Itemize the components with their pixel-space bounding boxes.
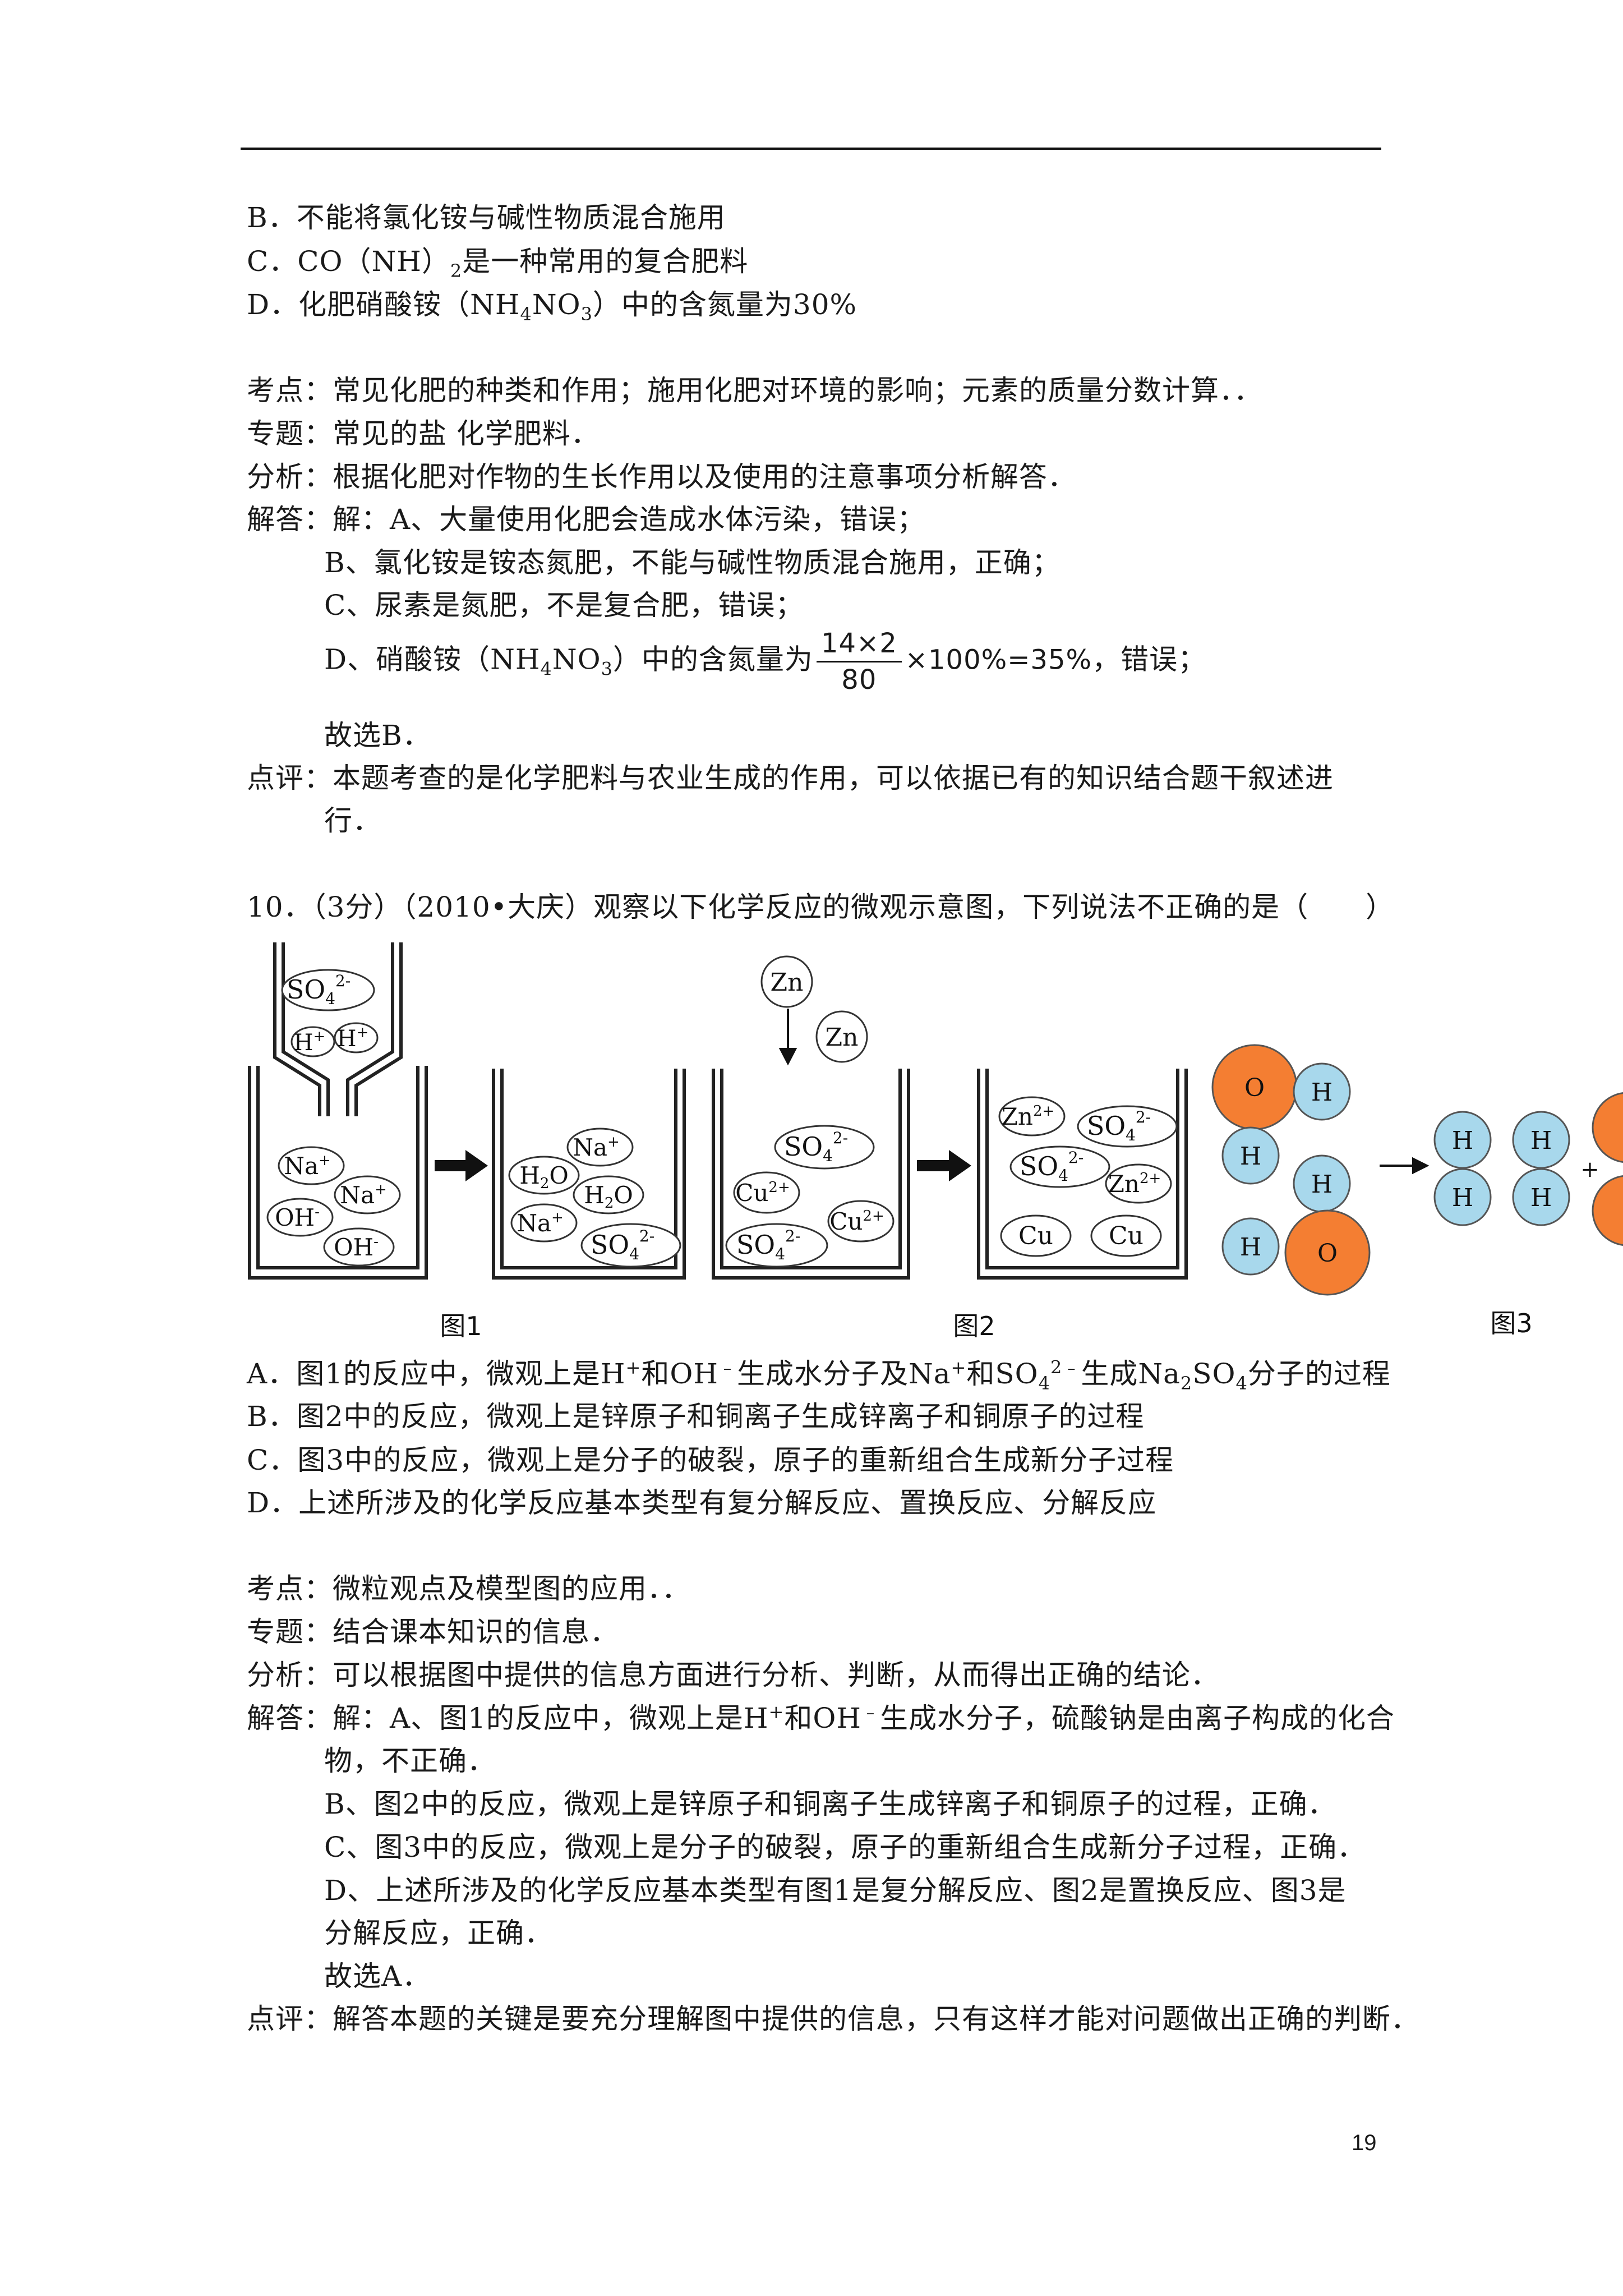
- atom-hydrogen-7: [1512, 1111, 1570, 1169]
- funnel-left-inner: [282, 942, 330, 1116]
- atom-hydrogen-6: [1433, 1168, 1492, 1226]
- prev-jieda-b: B、氯化铵是铵态氮肥，不能与碱性物质混合施用，正确；: [324, 546, 1061, 579]
- ion-na-4: Na+: [517, 1209, 564, 1237]
- label-h-6: H: [1452, 1184, 1473, 1212]
- prev-dianping-2: 行．: [324, 804, 381, 837]
- ion-zn2-1: Zn2+: [1002, 1103, 1055, 1130]
- q10-guxuan: 故选A．: [324, 1960, 431, 1993]
- molecule-h2o-1: H2O: [519, 1162, 569, 1192]
- q10-jieda-d1: D、上述所涉及的化学反应基本类型有图1是复分解反应、图2是置换反应、图3是: [324, 1874, 1347, 1907]
- ion-sulfate-5: SO42-: [1087, 1108, 1151, 1144]
- caption-fig2: 图2: [953, 1311, 995, 1341]
- atom-zn-2: Zn: [826, 1023, 859, 1052]
- beaker-3: [712, 1069, 910, 1280]
- ion-sulfate-3: SO42-: [784, 1129, 848, 1165]
- label-h-1: H: [1311, 1078, 1332, 1107]
- prev-jieda-c: C、尿素是氮肥，不是复合肥，错误；: [324, 589, 804, 622]
- atom-hydrogen-4: [1221, 1217, 1280, 1276]
- q10-kaodian: 考点：微粒观点及模型图的应用．．: [247, 1572, 690, 1605]
- beaker-1: [248, 1066, 428, 1280]
- arrow-2-icon: [917, 1150, 971, 1181]
- ion-na-2: Na+: [340, 1181, 387, 1209]
- q10-stem: 10．（3分）（2010•大庆）观察以下化学反应的微观示意图，下列说法不正确的是…: [247, 891, 1395, 923]
- reaction-micro-diagram: SO42- H+ H+ Na+ Na+ OH- OH- Na+ H2O H2O …: [248, 942, 1623, 1341]
- ion-na-3: Na+: [573, 1134, 620, 1161]
- prev-jieda-a: 解答：解：A、大量使用化肥会造成水体污染，错误；: [247, 503, 926, 536]
- prev-kaodian: 考点：常见化肥的种类和作用；施用化肥对环境的影响；元素的质量分数计算．．: [247, 374, 1262, 407]
- atom-zn-1: Zn: [771, 968, 804, 997]
- beaker-2-inner: [500, 1069, 677, 1269]
- q10-option-a: A．图1的反应中，微观上是H+和OH﹣生成水分子及Na+和SO42﹣生成Na2S…: [247, 1356, 1391, 1394]
- atom-oxygen-2: [1284, 1209, 1371, 1296]
- q10-jieda-c: C、图3中的反应，微观上是分子的破裂，原子的重新组合生成新分子过程，正确．: [324, 1831, 1366, 1864]
- beaker-4: [977, 1069, 1188, 1280]
- ion-sulfate-funnel: SO42-: [287, 972, 351, 1008]
- arrow-1-icon: [435, 1150, 488, 1181]
- prev-option-b: B．不能将氯化铵与碱性物质混合施用: [247, 201, 726, 234]
- arrow-3-icon: [1412, 1157, 1430, 1175]
- header-rule: [241, 148, 1381, 150]
- caption-fig1: 图1: [440, 1311, 482, 1341]
- label-h-4: H: [1240, 1233, 1261, 1262]
- caption-fig3: 图3: [1490, 1308, 1532, 1338]
- funnel-right: [346, 942, 394, 1116]
- ion-sulfate-4: SO42-: [736, 1227, 800, 1263]
- q10-option-b: B．图2中的反应，微观上是锌原子和铜离子生成锌离子和铜原子的过程: [247, 1400, 1145, 1433]
- ion-oh-1: OH-: [275, 1204, 320, 1231]
- beaker-2: [492, 1069, 686, 1280]
- funnel-left: [273, 942, 321, 1116]
- prev-option-c: C．CO（NH）2是一种常用的复合肥料: [247, 245, 749, 282]
- prev-dianping-1: 点评：本题考查的是化学肥料与农业生成的作用，可以依据已有的知识结合题干叙述进: [247, 762, 1334, 794]
- ion-na-1: Na+: [284, 1152, 331, 1180]
- ion-sulfate-2: SO42-: [591, 1227, 654, 1263]
- prev-fenxi: 分析：根据化肥对作物的生长作用以及使用的注意事项分析解答．: [247, 461, 1076, 493]
- ion-cu2-1: Cu2+: [735, 1179, 790, 1207]
- ion-h-1: H+: [294, 1028, 326, 1056]
- atom-oxygen-4: [1592, 1175, 1623, 1246]
- atom-oxygen-3: [1592, 1092, 1623, 1163]
- label-h-8: H: [1530, 1184, 1552, 1212]
- atom-hydrogen-1: [1293, 1062, 1351, 1121]
- q10-jieda-a2: 物，不正确．: [324, 1745, 496, 1777]
- q10-option-c: C．图3中的反应，微观上是分子的破裂，原子的重新组合生成新分子过程: [247, 1444, 1174, 1476]
- q10-zhuanti: 专题：结合课本知识的信息．: [247, 1616, 619, 1648]
- prev-guxuan: 故选B．: [324, 719, 431, 752]
- label-h-5: H: [1452, 1126, 1473, 1155]
- ion-zn2-2: Zn2+: [1108, 1170, 1161, 1198]
- q10-jieda-a1: 解答：解：A、图1的反应中，微观上是H+和OH﹣生成水分子，硫酸钠是由离子构成的…: [247, 1701, 1395, 1734]
- atom-hydrogen-2: [1221, 1126, 1280, 1185]
- q10-jieda-b: B、图2中的反应，微观上是锌原子和铜离子生成锌离子和铜原子的过程，正确．: [324, 1788, 1336, 1820]
- label-h-3: H: [1311, 1170, 1332, 1199]
- prev-option-d: D．化肥硝酸铵（NH4NO3）中的含氮量为30%: [247, 288, 857, 325]
- funnel-right-inner: [354, 942, 403, 1116]
- label-h-2: H: [1240, 1142, 1261, 1171]
- label-o-1: O: [1244, 1074, 1265, 1102]
- q10-fenxi: 分析：可以根据图中提供的信息方面进行分析、判断，从而得出正确的结论．: [247, 1659, 1219, 1691]
- molecule-h2o-2: H2O: [584, 1181, 633, 1212]
- beaker-3-inner: [720, 1069, 902, 1269]
- page-number: 19: [1352, 2131, 1377, 2155]
- label-plus: +: [1580, 1157, 1599, 1182]
- atom-cu-1: Cu: [1018, 1222, 1053, 1250]
- label-o-2: O: [1317, 1239, 1338, 1268]
- ion-sulfate-6: SO42-: [1020, 1148, 1083, 1185]
- ion-oh-2: OH-: [334, 1234, 379, 1261]
- down-arrow-icon: [778, 1048, 797, 1066]
- label-h-7: H: [1530, 1126, 1552, 1155]
- atom-hydrogen-8: [1512, 1168, 1570, 1226]
- ion-h-2: H+: [337, 1024, 369, 1052]
- q10-dianping: 点评：解答本题的关键是要充分理解图中提供的信息，只有这样才能对问题做出正确的判断…: [247, 2003, 1419, 2035]
- q10-jieda-d2: 分解反应，正确．: [324, 1917, 553, 1949]
- q10-option-d: D．上述所涉及的化学反应基本类型有复分解反应、置换反应、分解反应: [247, 1487, 1157, 1519]
- ion-cu2-2: Cu2+: [829, 1208, 884, 1235]
- beaker-1-inner: [256, 1066, 419, 1269]
- prev-zhuanti: 专题：常见的盐 化学肥料．: [247, 417, 600, 450]
- atom-hydrogen-5: [1433, 1111, 1492, 1169]
- beaker-4-inner: [985, 1069, 1179, 1269]
- atom-cu-2: Cu: [1109, 1222, 1144, 1250]
